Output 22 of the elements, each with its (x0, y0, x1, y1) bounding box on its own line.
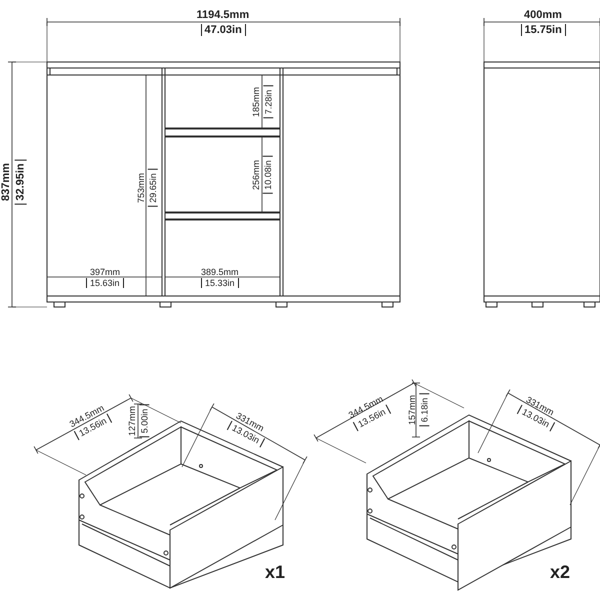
quantity-label: x1 (265, 562, 286, 582)
dimension-label: 185mm (251, 87, 261, 117)
dimension-label: 157mm (407, 395, 417, 425)
dimension-label: 5.00in (138, 404, 149, 438)
dimension-label: 397mm (90, 267, 120, 277)
dimension-label: 6.18in (418, 394, 429, 426)
quantity-label: x2 (550, 562, 570, 582)
dimension-label: 256mm (251, 160, 261, 190)
dimension-label: 32.95in (14, 159, 26, 205)
dimension-label: 837mm (0, 163, 12, 201)
dimension-label: 389.5mm (201, 267, 239, 277)
dimension-label: 15.33in (201, 278, 239, 288)
dimension-label: 15.75in (520, 24, 566, 36)
dimension-label: 15.63in (86, 278, 124, 288)
dimension-label: 10.08in (262, 156, 273, 194)
dimension-label: 47.03in (200, 24, 246, 36)
dimension-label: 400mm (524, 9, 562, 21)
dimension-label: 29.65in (148, 169, 158, 207)
dimension-label: 7.28in (262, 86, 273, 118)
dimension-label: 1194.5mm (196, 9, 250, 21)
dimension-label: 127mm (127, 406, 137, 436)
dimension-label: 753mm (136, 173, 146, 203)
